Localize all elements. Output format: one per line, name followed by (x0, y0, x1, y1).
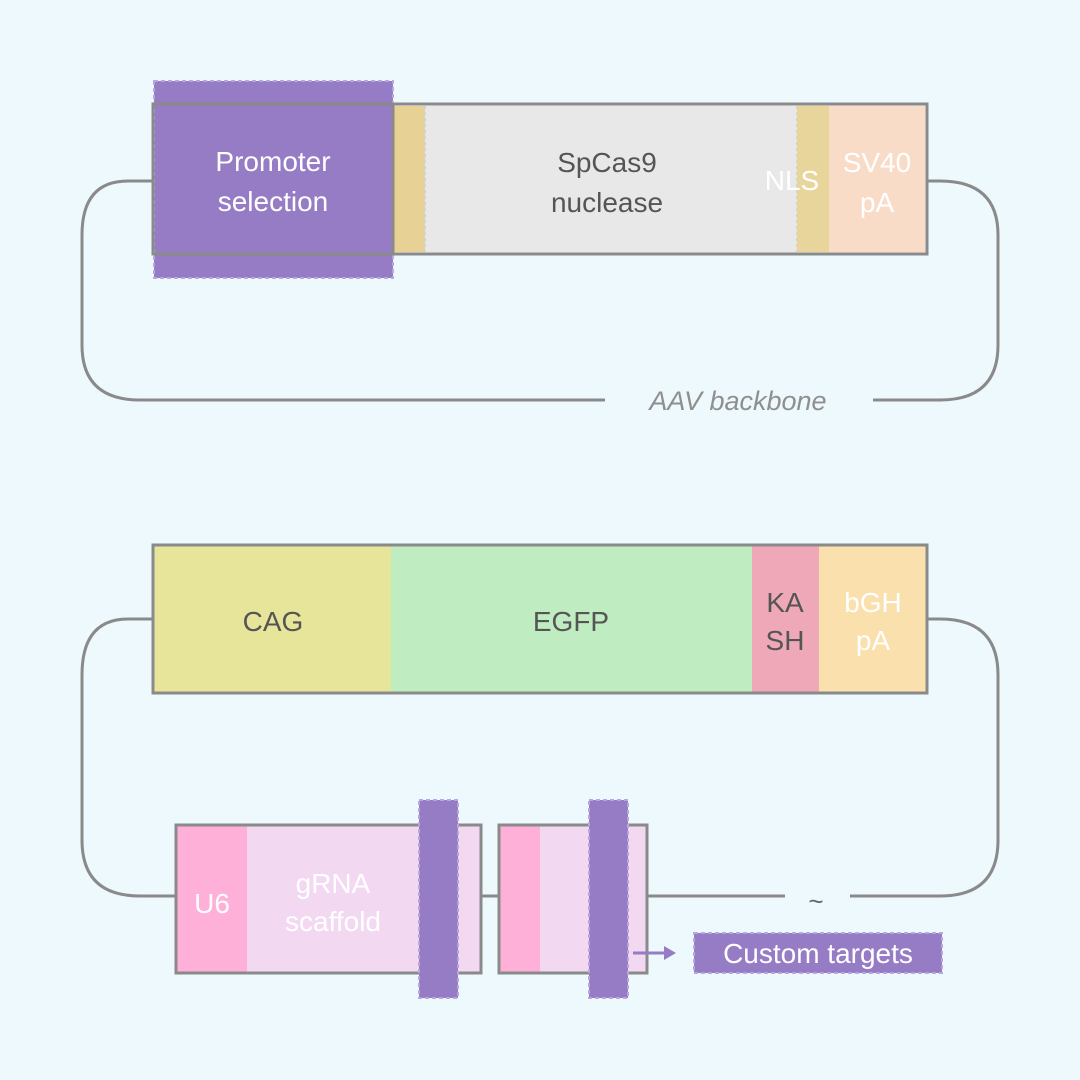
aav-backbone-label: AAV backbone (647, 386, 826, 416)
cas9-segment (425, 106, 797, 252)
cas9-plasmid: AAV backbone Promoter selection SpCas9 n… (80, 80, 1000, 416)
sv40-label-line2: pA (860, 187, 895, 218)
kash-label-line1: KA (766, 587, 804, 618)
cag-label: CAG (243, 606, 304, 637)
bgh-polya-segment (819, 545, 927, 693)
nls-left-segment (393, 106, 425, 252)
sv40-polya-segment (829, 106, 925, 252)
scaffold-label-line2: scaffold (285, 906, 381, 937)
egfp-grna-plasmid: ~ CAG EGFP KA SH bGH pA U6 gRNA scaffold… (80, 543, 1000, 999)
continuation-symbol: ~ (808, 886, 823, 916)
promoter-label-line1: Promoter (215, 146, 330, 177)
grna-cassette-box-2 (497, 823, 649, 975)
kash-segment (752, 545, 819, 693)
egfp-plasmid-box (151, 543, 929, 695)
aav-backbone-line (80, 179, 1000, 402)
arrow-right-icon (633, 946, 676, 960)
bgh-label-line1: bGH (844, 587, 902, 618)
custom-target-slot-1[interactable] (418, 799, 459, 999)
egfp-label: EGFP (533, 606, 609, 637)
nls-label: NLS (765, 165, 819, 196)
cas9-label-line2: nuclease (551, 187, 663, 218)
kash-label-line2: SH (766, 625, 805, 656)
scaffold-label-line1: gRNA (296, 868, 371, 899)
sv40-label-line1: SV40 (843, 147, 912, 178)
custom-targets-badge (693, 932, 943, 974)
custom-targets-label: Custom targets (723, 938, 913, 969)
backbone-line-2 (80, 617, 1000, 898)
u6-segment (176, 825, 247, 973)
nls-right-segment (797, 106, 829, 252)
bgh-label-line2: pA (856, 625, 891, 656)
egfp-segment (391, 545, 752, 693)
u6-segment-2 (499, 825, 540, 973)
promoter-selection-slot[interactable] (153, 80, 394, 279)
cas9-label-line1: SpCas9 (557, 147, 657, 178)
promoter-label-line2: selection (218, 186, 329, 217)
grna-cassette-box-1 (174, 823, 483, 975)
custom-target-slot-2[interactable] (588, 799, 629, 999)
promoter-box-outline (151, 102, 395, 256)
u6-label: U6 (194, 888, 230, 919)
cag-segment (153, 545, 391, 693)
